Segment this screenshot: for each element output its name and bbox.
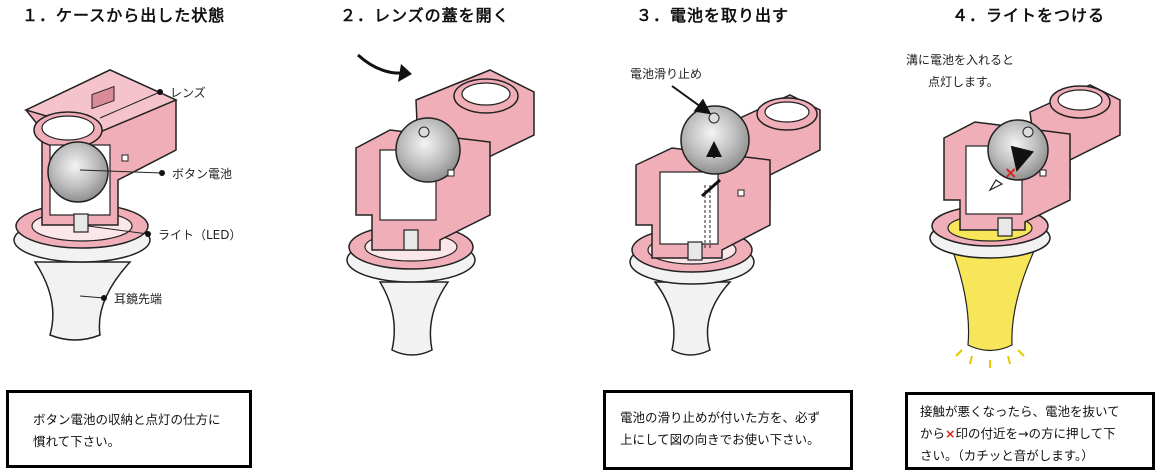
note4-line2: から×印の付近を→の方に押して下 <box>920 423 1142 445</box>
battery-window <box>659 171 719 245</box>
speculum-cone <box>378 281 450 356</box>
note-step3: 電池の滑り止めが付いた方を、必ず 上にして図の向きでお使い下さい。 <box>603 390 853 470</box>
note4-x-mark: × <box>945 426 956 441</box>
note4-line2-a: から <box>920 426 946 441</box>
note4-line2-b: 印の付近を→の方に押して下 <box>955 426 1116 441</box>
button-battery <box>395 117 461 183</box>
step-4-title: ４．ライトをつける <box>952 6 1106 25</box>
note4-line3: さい。（カチッと音がします。） <box>920 448 1094 463</box>
led-light <box>997 217 1013 237</box>
speculum-cone <box>653 281 732 356</box>
speculum-cone-lit <box>947 237 1041 352</box>
otoscope-closed <box>13 69 178 341</box>
x-mark: × <box>1004 163 1017 182</box>
led-light <box>687 241 703 261</box>
step-1-title: １．ケースから出した状態 <box>22 6 226 25</box>
note1-line2: 慣れて下さい。 <box>33 434 121 449</box>
note3-line2: 上にして図の向きでお使い下さい。 <box>620 432 820 447</box>
label-battery-stopper: 電池滑り止め <box>630 67 702 81</box>
label-groove-1: 溝に電池を入れると <box>906 53 1014 67</box>
otoscope-light-on: × 溝に電池を入れると 点灯します。 <box>906 53 1121 368</box>
open-arrow-head <box>398 64 412 82</box>
label-speculum-tip: 耳鏡先端 <box>114 291 162 306</box>
lens-glass <box>41 115 95 141</box>
note4-line1: 接触が悪くなったら、電池を抜いて <box>920 404 1120 419</box>
speculum-cone <box>33 261 132 341</box>
otoscope-lid-open <box>346 53 535 356</box>
label-button-battery: ボタン電池 <box>172 167 232 181</box>
glow-rays <box>955 349 1025 368</box>
open-arrow <box>356 53 406 75</box>
button-battery <box>987 119 1049 181</box>
note1-line1: ボタン電池の収納と点灯の仕方に <box>33 412 221 427</box>
button-battery <box>47 141 109 203</box>
label-light: ライト（LED） <box>158 228 242 242</box>
note-step4: 接触が悪くなったら、電池を抜いて から×印の付近を→の方に押して下 さい。（カチ… <box>905 392 1155 470</box>
push-arrow <box>988 179 1004 192</box>
step-3-title: ３．電池を取り出す <box>636 6 790 25</box>
case-slot <box>121 154 129 162</box>
note3-line1: 電池の滑り止めが付いた方を、必ず <box>620 410 821 425</box>
lens-socket <box>91 85 115 110</box>
otoscope-battery-out: 電池滑り止め <box>629 67 821 356</box>
step-2-title: ２．レンズの蓋を開く <box>340 6 510 25</box>
led-light <box>403 229 419 251</box>
step1-callouts: レンズ ボタン電池 ライト（LED） 耳鏡先端 <box>79 85 242 306</box>
led-light <box>73 213 89 233</box>
note-step1: ボタン電池の収納と点灯の仕方に 慣れて下さい。 <box>6 390 252 468</box>
label-groove-2: 点灯します。 <box>928 75 999 89</box>
label-lens: レンズ <box>170 85 206 100</box>
button-battery <box>680 105 750 175</box>
